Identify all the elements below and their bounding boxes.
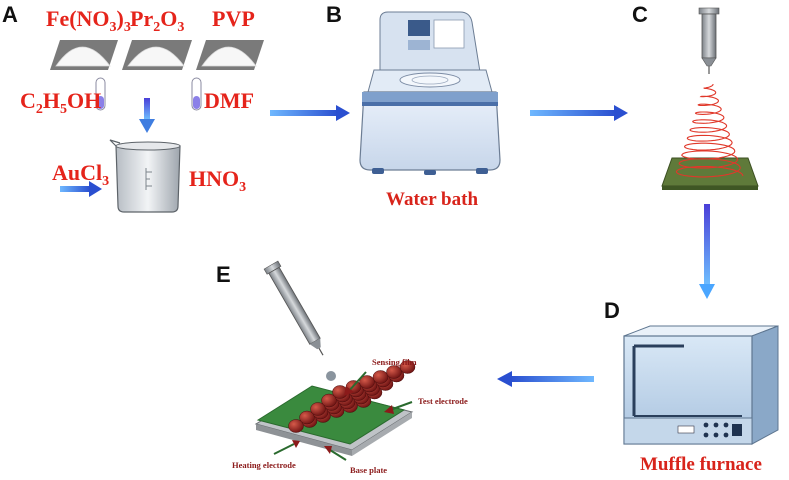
beaker: [109, 139, 181, 213]
gold-chloride-label: AuCl3: [52, 160, 109, 189]
arrow-right-to-beaker: [60, 181, 102, 197]
powder-tray-pr: [122, 40, 192, 70]
fiber-spiral-path: [675, 84, 744, 178]
dropper-syringe: [263, 260, 324, 356]
sensing-bead: [372, 370, 389, 384]
panel-label-b: B: [326, 2, 342, 27]
water-bath-caption: Water bath: [386, 189, 478, 210]
ethanol-label: C2H5OH: [20, 88, 101, 117]
fe-nitrate-label: Fe(NO3)3: [46, 6, 131, 35]
panel-label-c: C: [632, 2, 648, 27]
film-droplet: [326, 371, 336, 381]
sensing-bead: [299, 410, 315, 425]
sensing-film-label: Sensing film: [372, 357, 417, 367]
sensing-bead: [288, 419, 304, 433]
sensing-bead: [359, 375, 375, 389]
pr-oxide-label: Pr2O3: [130, 6, 184, 35]
panel-label-d: D: [604, 298, 620, 323]
base-plate-label: Base plate: [350, 465, 387, 475]
collector-plate: [661, 157, 759, 190]
dmf-label: DMF: [204, 88, 254, 113]
arrow-b-to-c: [530, 105, 628, 121]
arrow-a-to-b: [270, 105, 350, 121]
panel-label-a: A: [2, 2, 18, 27]
nitric-acid-label: HNO3: [189, 166, 246, 195]
powder-tray-pvp: [196, 40, 264, 70]
arrow-d-to-e: [497, 371, 594, 387]
sensing-bead: [386, 365, 402, 379]
water-bath-apparatus: [359, 11, 501, 175]
muffle-furnace: [623, 325, 779, 445]
panel-label-e: E: [216, 262, 231, 287]
sensor-device: [254, 360, 416, 456]
sensing-bead: [399, 360, 416, 374]
dmf-test-tube: [191, 77, 202, 111]
spinneret-syringe: [698, 7, 720, 74]
ethanol-test-tube: [95, 77, 106, 111]
arrow-c-to-d: [699, 204, 715, 299]
arrow-down-to-beaker: [139, 98, 155, 133]
fiber-spiral: [675, 84, 744, 178]
powder-tray-fe: [50, 40, 118, 70]
annotation-arrows: [273, 371, 413, 461]
sensing-bead: [321, 393, 337, 408]
pvp-label: PVP: [212, 6, 255, 31]
heating-electrode-label: Heating electrode: [232, 460, 296, 470]
test-electrode-label: Test electrode: [418, 396, 468, 406]
sensing-bead: [310, 402, 326, 416]
muffle-furnace-caption: Muffle furnace: [640, 454, 762, 475]
